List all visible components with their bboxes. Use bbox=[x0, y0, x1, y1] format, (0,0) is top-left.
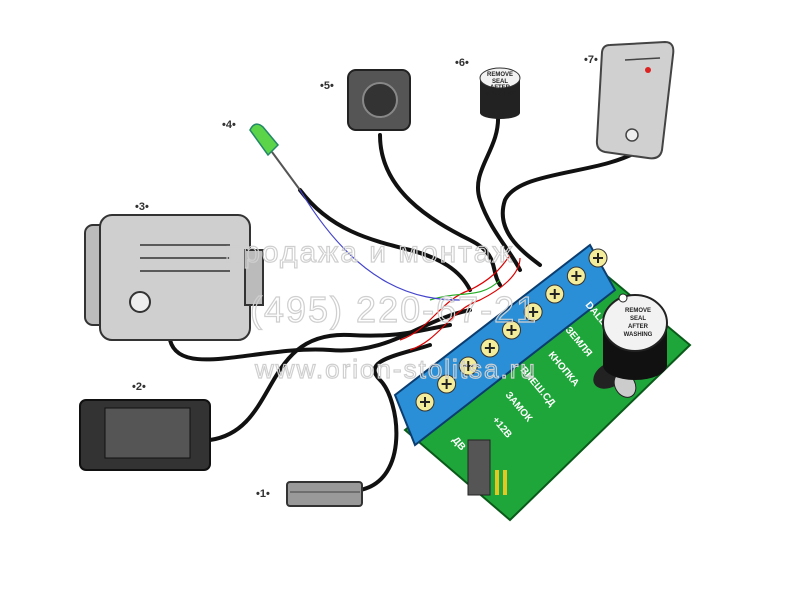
svg-text:продажа и монтаж: продажа и монтаж bbox=[225, 236, 514, 269]
exit-button bbox=[347, 69, 411, 131]
svg-text:SEAL: SEAL bbox=[630, 316, 646, 322]
led bbox=[249, 123, 301, 191]
screw-slot-icon bbox=[593, 253, 603, 263]
svg-text:www.orion-stolitsa.ru: www.orion-stolitsa.ru bbox=[254, 354, 537, 384]
screw-slot-icon bbox=[441, 379, 452, 389]
terminal-screws bbox=[415, 248, 608, 412]
screw-slot-icon bbox=[420, 397, 430, 407]
label-1: •1• bbox=[256, 488, 270, 500]
card-reader bbox=[595, 40, 675, 160]
label-6: •6• bbox=[455, 57, 469, 69]
svg-text:REMOVE: REMOVE bbox=[487, 72, 513, 78]
label-7: •7• bbox=[584, 54, 598, 66]
wires bbox=[168, 113, 642, 492]
svg-text:REMOVE: REMOVE bbox=[625, 308, 651, 314]
label-2: •2• bbox=[132, 381, 146, 393]
controller-board: DALLAS ЗЕМЛЯ КНОПКА ВНЕШ.СД ЗАМОК +12В Д… bbox=[393, 243, 692, 522]
svg-text:AFTER: AFTER bbox=[490, 85, 511, 91]
screw-slot-icon bbox=[463, 361, 474, 371]
power-supply bbox=[79, 399, 211, 471]
electric-lock bbox=[84, 214, 264, 341]
svg-text:AFTER: AFTER bbox=[628, 324, 649, 330]
reed-switch bbox=[286, 481, 363, 507]
jumper[interactable] bbox=[467, 439, 491, 496]
screw-slot-icon bbox=[506, 325, 517, 335]
svg-text:SEAL: SEAL bbox=[492, 79, 508, 85]
label-5: •5• bbox=[320, 80, 334, 92]
reader-led-icon bbox=[645, 67, 651, 73]
svg-text:WASHING: WASHING bbox=[486, 91, 515, 97]
svg-text:WASHING: WASHING bbox=[624, 332, 653, 338]
svg-text:(495) 220-67-21: (495) 220-67-21 bbox=[250, 289, 538, 330]
screw-slot-icon bbox=[528, 307, 539, 317]
buzzer: REMOVE SEAL AFTER WASHING bbox=[479, 67, 521, 119]
label-3: •3• bbox=[135, 201, 149, 213]
screw-slot-icon bbox=[571, 271, 582, 281]
screw-slot-icon bbox=[484, 343, 495, 353]
label-4: •4• bbox=[222, 119, 236, 131]
watermark: продажа и монтаж (495) 220-67-21 www.ori… bbox=[224, 235, 538, 384]
screw-slot-icon bbox=[549, 289, 560, 299]
